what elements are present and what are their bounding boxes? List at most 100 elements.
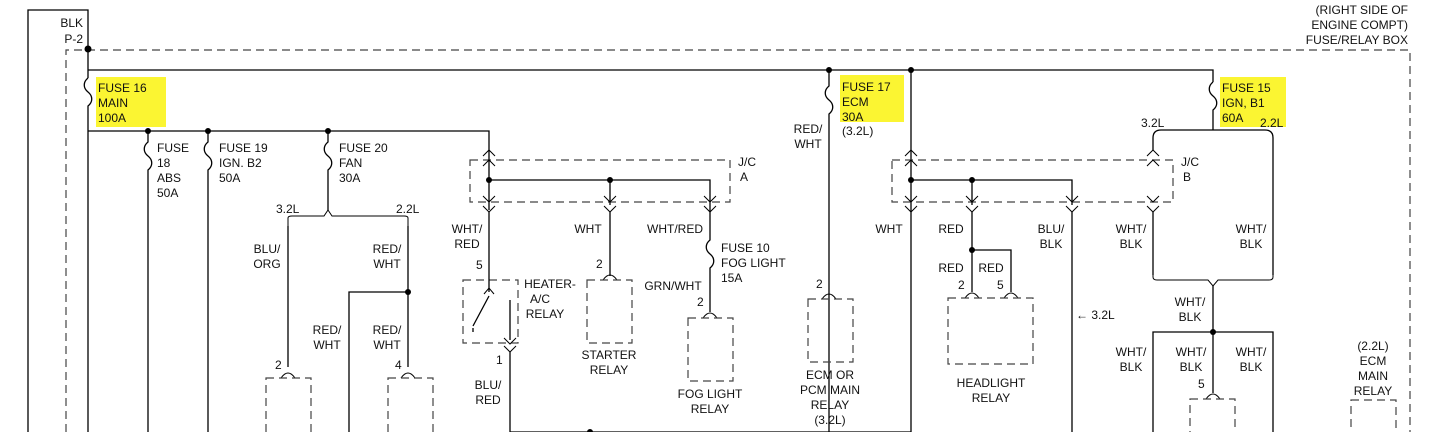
fuse-10-line-1: FUSE 10 <box>721 241 770 255</box>
fan-22l: 2.2L <box>396 202 420 216</box>
jc-a-bus <box>488 150 711 210</box>
jc-b-box <box>891 159 1174 203</box>
fog-relay-conn <box>702 312 718 319</box>
wht-blk-lower-wire <box>1152 286 1274 432</box>
headlight-relay-label-1: HEADLIGHT <box>957 376 1026 390</box>
fuse-10-line-2: FOG LIGHT <box>721 256 786 270</box>
fog-relay-box <box>687 317 734 382</box>
fuse-15-line-3: 60A <box>1222 111 1243 125</box>
pin-headlight-5: 5 <box>997 278 1004 292</box>
starter-relay-box <box>586 279 633 344</box>
splice-972 <box>969 247 975 253</box>
wire-red-wht-a-2: WHT <box>373 257 401 271</box>
splice-1213 <box>1210 329 1216 335</box>
heater-relay-label-1: HEATER- <box>524 277 576 291</box>
fuse-18-line-1: FUSE <box>157 141 189 155</box>
ecm-relay-label-1: ECM OR <box>806 368 854 382</box>
blu-blk-32l-arrow: ← 3.2L <box>1076 308 1115 322</box>
pin-left-4: 4 <box>395 358 402 372</box>
pin-ecm22-5: 5 <box>1198 377 1205 391</box>
wire-red-wht-c-2: WHT <box>373 338 401 352</box>
fuse-19-symbol <box>203 131 213 432</box>
fuse15-32l: 3.2L <box>1141 116 1165 130</box>
left-comp-1-conn <box>280 372 296 379</box>
main-feed-wire <box>27 9 89 432</box>
wire-wht-main: WHT <box>875 222 903 236</box>
fuse-18-line-3: ABS <box>157 171 181 185</box>
jc-b-splice-2 <box>969 177 975 183</box>
jc-a-box <box>469 159 731 203</box>
fan-brace <box>287 209 409 226</box>
pin-fog-2: 2 <box>697 295 704 309</box>
ecm-relay-box <box>807 298 854 363</box>
splice-148 <box>145 128 151 134</box>
wire-red-wht-a-1: RED/ <box>373 242 402 256</box>
wire-wht-blk-b-1: WHT/ <box>1236 222 1267 236</box>
jc-a-arrows <box>482 149 717 213</box>
wire-wht-blk-c-2: BLK <box>1179 310 1202 324</box>
ecm22-relay-label-1: (2.2L) <box>1357 339 1388 353</box>
jc-b-splice-1 <box>908 177 914 183</box>
jc-a-splice-2 <box>607 177 613 183</box>
wht-blk-merge-brace <box>1152 275 1274 287</box>
wire-red-wht-ecm-2: WHT <box>794 137 822 151</box>
fuse-17-line-1: FUSE 17 <box>842 80 891 94</box>
wire-red-headlight-b: RED <box>978 261 1004 275</box>
fuse-19-line-1: FUSE 19 <box>219 141 268 155</box>
starter-relay-label-2: RELAY <box>590 363 628 377</box>
wire-blu-blk-2: BLK <box>1040 237 1063 251</box>
fuse-16-symbol <box>83 77 93 131</box>
fuse-20-line-3: 30A <box>339 171 360 185</box>
fuse-17-symbol <box>824 70 834 432</box>
bottom-splice-1 <box>587 429 593 432</box>
jc-b-label-2: B <box>1183 170 1191 184</box>
jc-a-label-1: J/C <box>738 155 756 169</box>
fuse-15-highlight <box>1220 77 1286 127</box>
fuse-10-symbol <box>705 205 715 312</box>
headlight-relay-conn <box>964 292 1019 299</box>
splice-328 <box>325 128 331 134</box>
pin-left-2: 2 <box>275 358 282 372</box>
jc-b-arrows <box>904 149 1160 213</box>
wire-wht-blk-f-2: BLK <box>1240 360 1263 374</box>
wire-wht-blk-d-2: BLK <box>1120 360 1143 374</box>
wire-wht-blk-e-1: WHT/ <box>1176 345 1207 359</box>
wire-blu-red-2: RED <box>475 393 501 407</box>
fuse-15-line-2: IGN, B1 <box>1222 96 1265 110</box>
fog-relay-label-1: FOG LIGHT <box>678 387 743 401</box>
fuse-19-line-2: IGN. B2 <box>219 156 262 170</box>
wire-wht-starter: WHT <box>574 222 602 236</box>
box-caption-line-1: (RIGHT SIDE OF <box>1316 3 1408 17</box>
fuse-16-line-3: 100A <box>98 111 126 125</box>
fuse-20-symbol <box>323 131 333 210</box>
ecm-relay-label-4: (3.2L) <box>814 413 845 427</box>
starter-relay-label-1: STARTER <box>582 348 637 362</box>
ecm22-relay-box <box>1189 398 1236 432</box>
fuse-16-highlight <box>96 77 166 127</box>
source-color: BLK <box>60 16 83 30</box>
ecm22-relay-label-4: RELAY <box>1354 384 1392 398</box>
pin-ecm-2: 2 <box>816 277 823 291</box>
ecm22-relay-conn <box>1205 393 1221 400</box>
ecm22-relay-label-2: ECM <box>1360 354 1387 368</box>
left-bus-wire <box>88 130 490 150</box>
fuse-box-border <box>65 49 1411 432</box>
pin-headlight-2: 2 <box>958 278 965 292</box>
fuse-19-line-3: 50A <box>219 171 240 185</box>
wire-wht-blk-a-2: BLK <box>1120 237 1143 251</box>
ecm-relay-label-2: PCM MAIN <box>800 383 860 397</box>
headlight-red-branch <box>972 249 1012 292</box>
wire-grn-wht: GRN/WHT <box>644 279 702 293</box>
box-caption-line-2: ENGINE COMPT) <box>1311 18 1408 32</box>
pin-heater-1: 1 <box>496 353 503 367</box>
headlight-relay-box <box>947 297 1034 365</box>
jc-b-label-1: J/C <box>1181 155 1199 169</box>
wire-blu-red-1: BLU/ <box>475 378 502 392</box>
heater-relay-label-3: RELAY <box>526 307 564 321</box>
wire-wht-blk-e-2: BLK <box>1180 360 1203 374</box>
fuse-17-line-3: 30A <box>842 110 863 124</box>
wire-red-wht-ecm-1: RED/ <box>794 122 823 136</box>
wire-blu-org-1: BLU/ <box>254 242 281 256</box>
fuse-17-line-2: ECM <box>842 95 869 109</box>
